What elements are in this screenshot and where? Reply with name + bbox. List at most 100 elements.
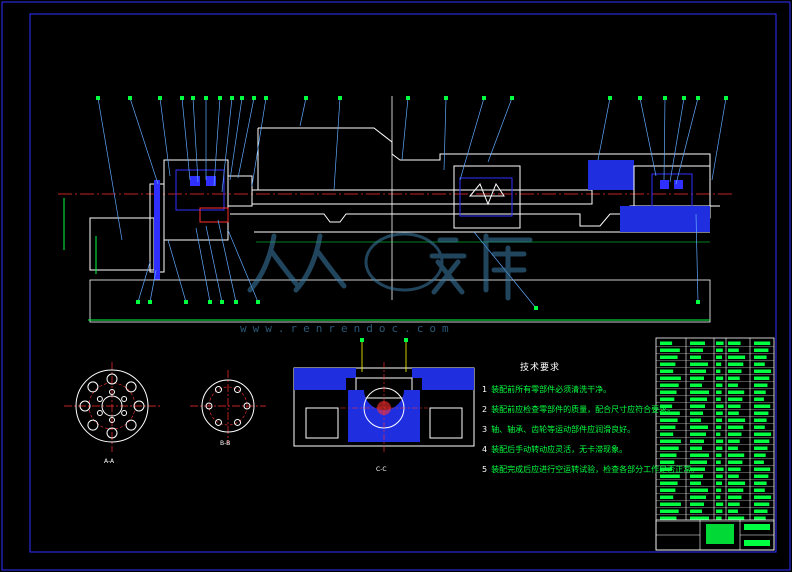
parts-row-text-mark <box>690 355 701 359</box>
parts-row-text-mark <box>660 341 673 345</box>
parts-row-text-mark <box>728 446 738 450</box>
parts-row-text-mark <box>660 348 680 352</box>
bolt-hole <box>96 410 103 416</box>
parts-row-text-mark <box>754 348 769 352</box>
section-view-guide <box>293 338 475 452</box>
bolt-hole <box>106 373 118 385</box>
parts-row-text-mark <box>754 439 770 443</box>
parts-row-text-mark <box>716 418 722 422</box>
parts-row-text-mark <box>660 446 679 450</box>
parts-row-text-mark <box>716 481 722 485</box>
parts-row-text-mark <box>716 488 722 492</box>
parts-row-text-mark <box>728 418 746 422</box>
parts-row-text-mark <box>660 460 675 464</box>
parts-row-text-mark <box>690 502 704 506</box>
parts-row-text-mark <box>754 495 772 499</box>
parts-row-text-mark <box>728 397 743 401</box>
parts-row-text-mark <box>690 474 703 478</box>
parts-row-text-mark <box>660 502 681 506</box>
parts-row-text-mark <box>754 397 764 401</box>
parts-row-text-mark <box>660 355 678 359</box>
parts-row-text-mark <box>754 453 766 457</box>
parts-row-text-mark <box>660 397 675 401</box>
parts-row-text-mark <box>690 418 701 422</box>
parts-row-text-mark <box>690 383 702 387</box>
watermark-logo <box>247 232 533 301</box>
bolt-hole <box>79 400 91 412</box>
detail-view-flange <box>64 362 160 452</box>
parts-row-text-mark <box>728 369 742 373</box>
bolt-hole <box>243 402 251 410</box>
bolt-hole <box>234 386 241 394</box>
parts-row-text-mark <box>754 411 769 415</box>
parts-row-text-mark <box>716 411 723 415</box>
leader-dots-top <box>96 96 728 100</box>
parts-row-text-mark <box>690 411 703 415</box>
parts-row-text-mark <box>690 453 709 457</box>
bearing-seat-right <box>651 173 693 211</box>
parts-row-text-mark <box>728 509 738 513</box>
parts-row-text-mark <box>716 495 721 499</box>
base-plate <box>89 279 711 323</box>
parts-row-text-mark <box>716 355 722 359</box>
parts-row-text-mark <box>728 460 743 464</box>
bolt-hole <box>106 427 118 439</box>
seal-ring <box>199 207 229 223</box>
motor-body <box>89 217 155 271</box>
parts-row-text-mark <box>754 425 765 429</box>
main-assembly-view <box>58 96 735 323</box>
parts-row-text-mark <box>690 439 704 443</box>
parts-row-text-mark <box>660 383 679 387</box>
tech-requirements-title: 技术要求 <box>520 363 561 373</box>
end-cap-fill <box>620 206 710 232</box>
bolt-hole <box>121 410 128 416</box>
bolt-hole <box>133 400 145 412</box>
parts-row-text-mark <box>728 390 745 394</box>
parts-row-text-mark <box>660 516 677 520</box>
parts-row-text-mark <box>754 376 770 380</box>
parts-row-text-mark <box>754 488 765 492</box>
parts-row-text-mark <box>660 495 674 499</box>
parts-row-text-mark <box>690 362 708 366</box>
parts-row-text-mark <box>660 488 676 492</box>
parts-row-text-mark <box>716 362 722 366</box>
leader-lines-bottom <box>137 213 699 309</box>
bolt-hole <box>87 381 99 393</box>
parts-row-text-mark <box>660 467 673 471</box>
parts-row-text-mark <box>660 453 677 457</box>
parts-row-text-mark <box>716 369 721 373</box>
upper-housing-outline <box>258 127 711 196</box>
parts-row-text-mark <box>728 495 742 499</box>
parts-row-text-mark <box>754 369 772 373</box>
parts-row-text-mark <box>728 355 746 359</box>
parts-row-text-mark <box>716 460 721 464</box>
parts-row-text-mark <box>690 495 706 499</box>
parts-row-text-mark <box>690 390 709 394</box>
parts-row-text-mark <box>716 397 721 401</box>
parts-row-text-mark <box>716 376 724 380</box>
bolt-hole <box>234 418 241 426</box>
parts-row-text-mark <box>716 509 723 513</box>
parts-row-text-mark <box>754 446 768 450</box>
parts-row-text-mark <box>716 383 723 387</box>
parts-row-text-mark <box>716 432 721 436</box>
parts-row-text-mark <box>754 509 768 513</box>
bearing-element-3 <box>660 180 669 189</box>
parts-row-text-mark <box>728 341 741 345</box>
parts-row-text-mark <box>716 502 724 506</box>
parts-row-text-mark <box>728 481 746 485</box>
bolt-hole <box>125 381 137 393</box>
main-shaft <box>251 189 593 205</box>
parts-row-text-mark <box>690 460 707 464</box>
parts-row-text-mark <box>660 418 678 422</box>
parts-row-text-mark <box>728 383 738 387</box>
bolt-hole <box>109 417 115 423</box>
parts-row-text-mark <box>716 474 723 478</box>
parts-row-text-mark <box>754 383 768 387</box>
parts-row-text-mark <box>716 425 722 429</box>
parts-row-text-mark <box>716 446 723 450</box>
coupling <box>227 175 253 207</box>
parts-row-text-mark <box>716 516 722 520</box>
